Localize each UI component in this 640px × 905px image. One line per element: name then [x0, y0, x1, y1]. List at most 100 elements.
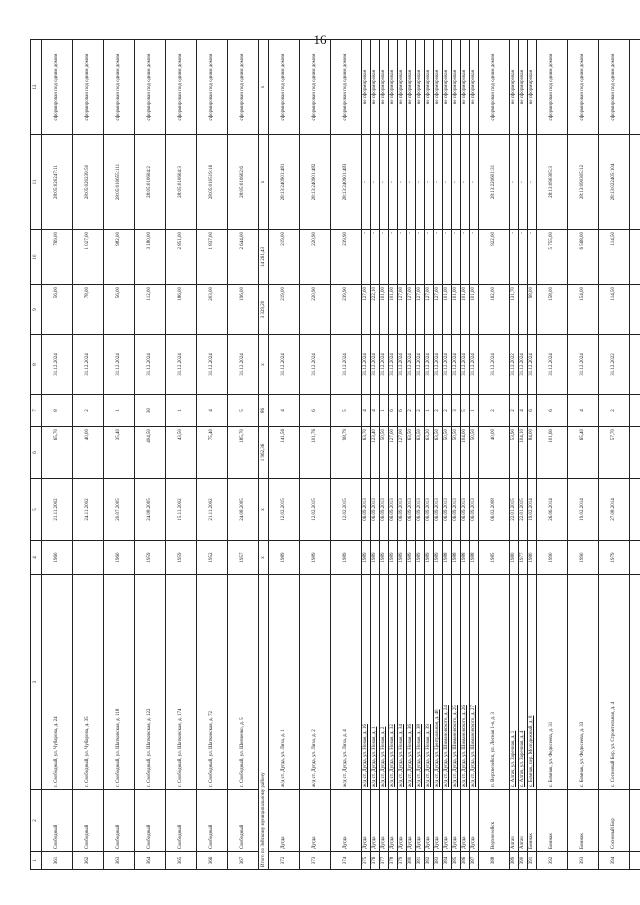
page-number: 16: [313, 32, 327, 47]
table-cell: 24.08.2005: [134, 478, 166, 541]
table-cell: 6: [299, 394, 331, 427]
table-cell: Дугда: [451, 789, 461, 852]
table-cell: Дугда: [442, 789, 452, 852]
table-cell: 101,76: [299, 426, 331, 479]
table-cell: 127,00: [424, 284, 434, 335]
table-cell: 1980: [527, 540, 537, 575]
table-cell: 6: [397, 394, 407, 427]
table-cell: сформирован под одним домом: [536, 39, 568, 135]
table-cell: 8: [41, 394, 73, 427]
table-cell: -: [415, 134, 425, 230]
table-cell: 127,00: [415, 284, 425, 335]
table-cell: 1989: [299, 540, 331, 575]
table-cell: 56,00: [103, 284, 135, 335]
table-cell: -: [415, 229, 425, 285]
table-cell: 381: [415, 851, 425, 870]
table-cell: -: [388, 134, 398, 230]
table-cell: 367: [227, 851, 259, 870]
table-cell: 1988: [451, 540, 461, 575]
table-cell: 1989: [424, 540, 434, 575]
table-cell: 31.12.2024: [451, 334, 461, 395]
table-cell: 21.11.2002: [41, 478, 73, 541]
table-cell: не сформирован: [460, 39, 470, 135]
table-cell: Свободный: [196, 789, 228, 852]
table-cell: Сосновый Бор: [598, 789, 630, 852]
table-cell: Алгач: [509, 789, 519, 852]
table-cell: 31.12.2024: [536, 334, 568, 395]
table-cell: ж/д ст. Дугда, ул. Центральная, д. 40: [433, 574, 443, 790]
table-cell: 06.09.2013: [406, 478, 416, 541]
table-cell: 1952: [196, 540, 228, 575]
table-cell: 393: [567, 851, 599, 870]
table-cell: 362: [72, 851, 104, 870]
table-cell: 6: [527, 394, 537, 427]
subtotal-cell: 3 329,20: [258, 284, 269, 335]
table-cell: ж/д ст. Дугда, ул. Шимановского, д. 27: [469, 574, 479, 790]
table-cell: 2: [478, 394, 510, 427]
table-cell: 1: [424, 394, 434, 427]
table-cell: не сформирован: [527, 39, 537, 135]
table-cell: с. Бомнак, ул. Федосеева, д. 33: [567, 574, 599, 790]
table-cell: 75,40: [196, 426, 228, 479]
table-cell: с. Алгач, ул. Заречная, д. 1: [509, 574, 519, 790]
table-cell: 239,90: [330, 229, 362, 285]
table-cell: сформирован под одним домом: [268, 39, 300, 135]
table-cell: 380: [406, 851, 416, 870]
column-number-header: 12: [30, 39, 42, 135]
table-cell: 386: [460, 851, 470, 870]
table-cell: 372: [268, 851, 300, 870]
table-cell: 63,50: [406, 426, 416, 479]
table-cell: 12.02.2015: [299, 478, 331, 541]
table-cell: ж/д ст. Дугда, ул. Новая, д. 16: [361, 574, 371, 790]
table-cell: не сформирован: [451, 39, 461, 135]
table-cell: -: [361, 229, 371, 285]
table-cell: Дугда: [433, 789, 443, 852]
table-cell: 127,00: [397, 284, 407, 335]
table-cell: не сформирован: [442, 39, 452, 135]
table-cell: ж/д ст. Дугда, ул. Шимановского, д. 25: [451, 574, 461, 790]
table-cell: 1: [103, 394, 135, 427]
table-cell: 365: [165, 851, 197, 870]
table-cell: 22.01.2015: [509, 478, 519, 541]
table-cell: 127,00: [397, 426, 407, 479]
table-cell: Свободный: [165, 789, 197, 852]
table-cell: 104,00: [460, 426, 470, 479]
table-cell: 4: [567, 394, 599, 427]
table-cell: сформирован под одним домом: [196, 39, 228, 135]
table-cell: -: [469, 134, 479, 230]
table-cell: -: [518, 229, 528, 285]
table-cell: 220,90: [299, 284, 331, 335]
table-cell: 31.12.2024: [196, 334, 228, 395]
table-cell: 31.12.2024: [41, 334, 73, 395]
table-cell: 98,00: [527, 284, 537, 335]
table-cell: 24.11.2002: [72, 478, 104, 541]
table-cell: 5 755,00: [536, 229, 568, 285]
table-cell: Дугда: [424, 789, 434, 852]
table-cell: с. Бомнак, пер. Молодежный, д. 8: [527, 574, 537, 790]
table-cell: 15.11.2002: [165, 478, 197, 541]
table-cell: 2: [406, 394, 416, 427]
column-number-header: 4: [30, 540, 42, 575]
table-cell: Дугда: [460, 789, 470, 852]
table-cell: 57,70: [598, 426, 630, 479]
table-cell: 101,00: [388, 284, 398, 335]
table-cell: 6: [388, 394, 398, 427]
table-cell: -: [379, 229, 389, 285]
table-cell: не сформирован: [361, 39, 371, 135]
table-cell: Дугда: [330, 789, 362, 852]
table-cell: сформирован под одним домом: [41, 39, 73, 135]
table-cell: 31.12.2024: [370, 334, 380, 395]
table-cell: Дугда: [361, 789, 371, 852]
table-cell: 404,50: [134, 426, 166, 479]
table-cell: ж/д ст. Дугда, ул. Лиза, д. 2: [299, 574, 331, 790]
table-cell: 101,00: [460, 284, 470, 335]
table-cell: 50,50: [379, 426, 389, 479]
table-cell: 1977: [518, 540, 528, 575]
